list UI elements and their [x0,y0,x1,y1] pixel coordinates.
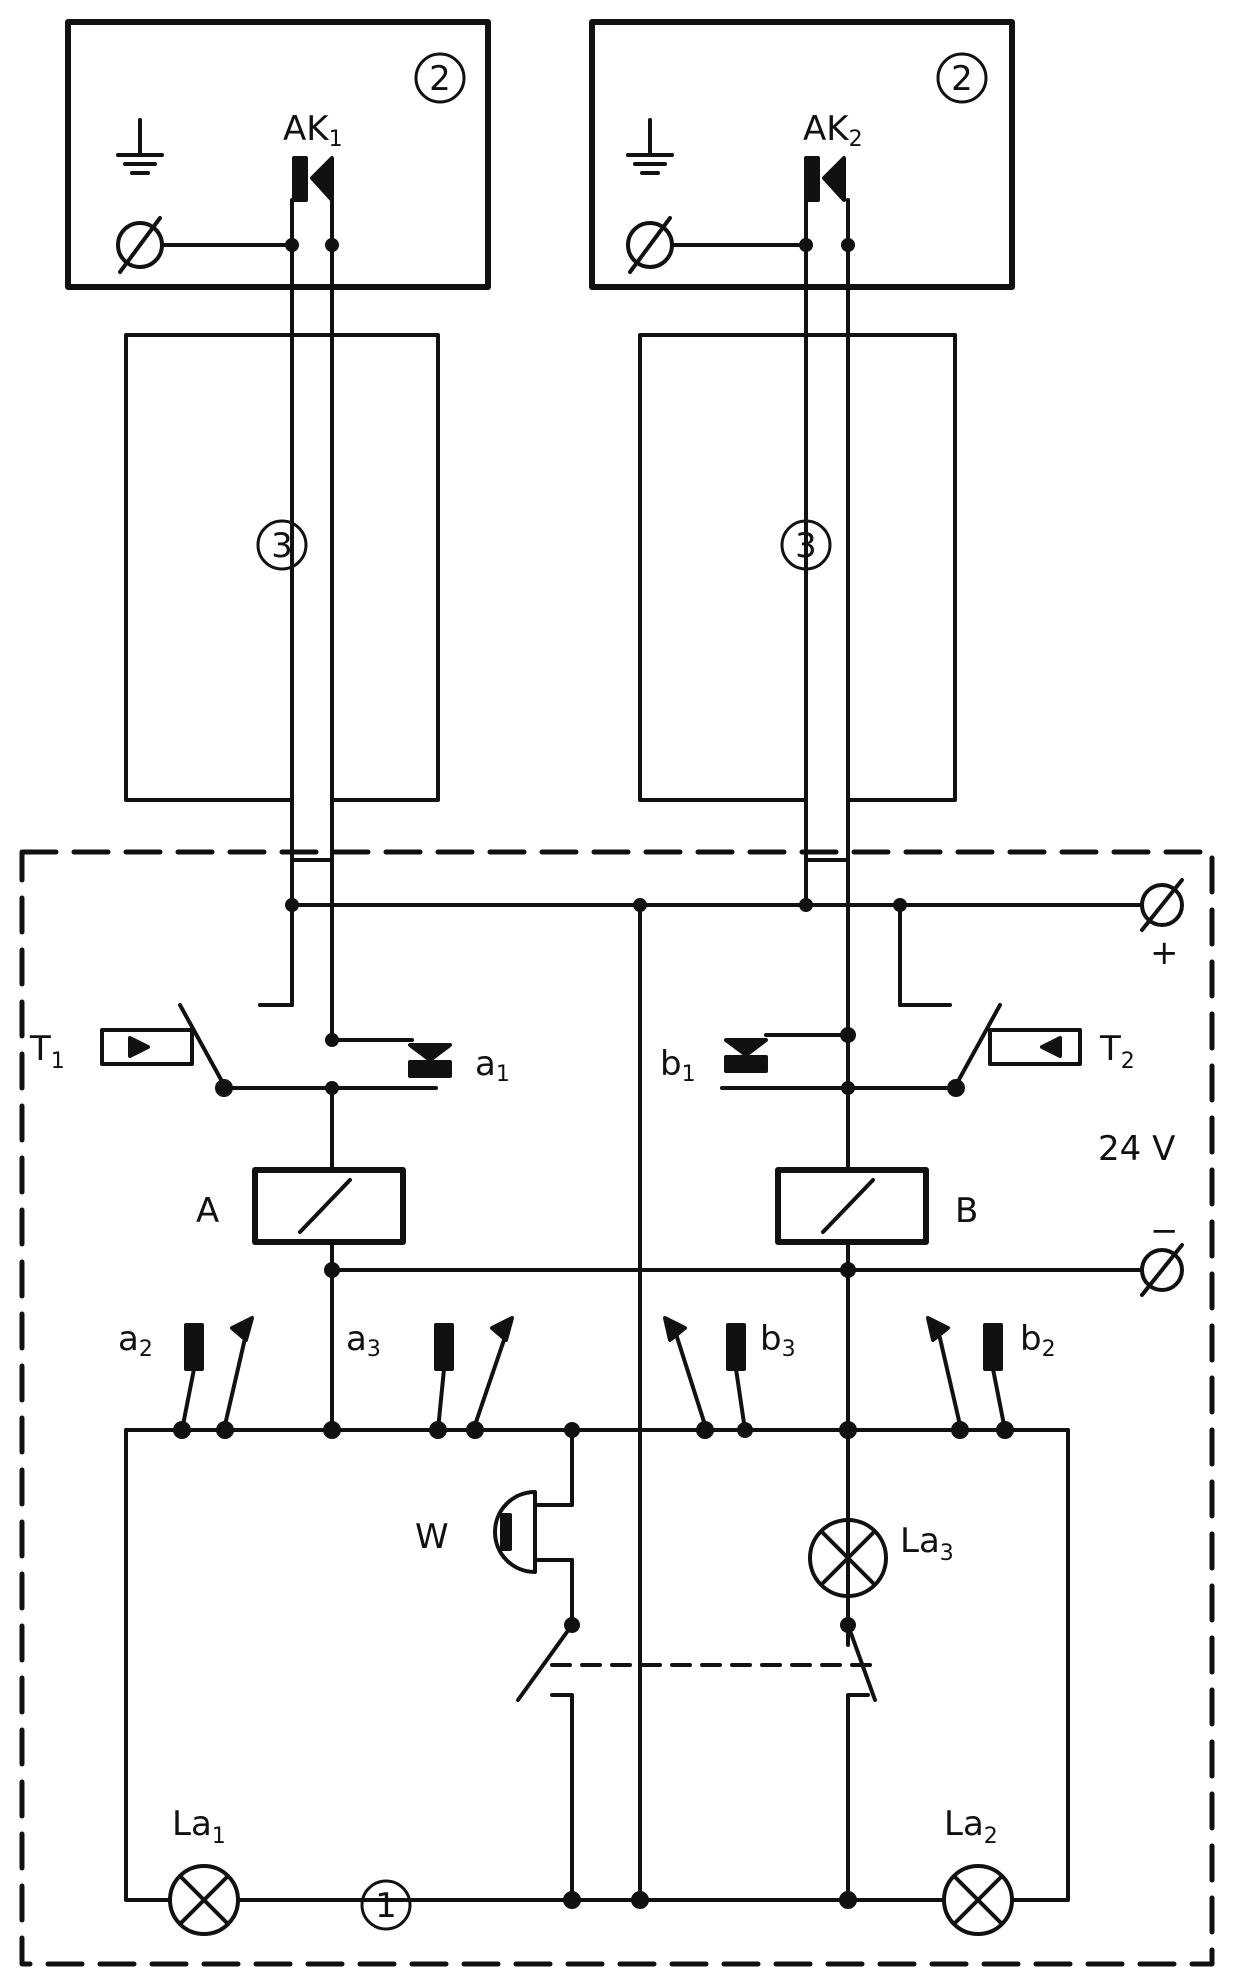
contact-ak2-icon [804,156,846,202]
pushbutton-t1-icon [100,1028,194,1066]
module-3-number-right: 3 [795,526,817,566]
wire-ak1-terminal [160,198,294,247]
module-1-badge [360,1879,412,1931]
ground-icon-left [116,118,164,175]
label-ak1: AK1 [283,109,343,152]
contact-b3-icon [663,1316,747,1432]
label-relay-a: A [196,1191,219,1231]
module-1-enclosure [19,849,1215,1967]
module-2-box-right [589,19,1015,290]
label-voltage: 24 V [1098,1129,1175,1169]
module-3-badge-left [256,519,308,571]
label-plus: + [1150,933,1179,973]
module-2-number-right: 2 [951,59,973,99]
label-t1: T1 [29,1029,65,1074]
switch-lamp-lever [846,1623,877,1702]
label-a1: a1 [475,1044,510,1087]
buzzer-w-icon [493,1490,537,1574]
switch-buzzer-lever [516,1623,574,1702]
label-la3: La3 [900,1521,954,1566]
label-b1: b1 [660,1044,696,1087]
label-a3: a3 [346,1319,381,1362]
module-2-badge-left [414,52,466,104]
terminal-plus-icon [1140,878,1184,932]
ground-icon-right [626,118,674,175]
lamp-la1-icon [168,1864,240,1936]
label-a2: a2 [118,1319,153,1362]
module-3-box-right [638,333,957,862]
label-ak2: AK2 [803,109,863,152]
pushbutton-t2-lever [954,1003,1002,1087]
label-b3: b3 [760,1319,796,1362]
module-1-number: 1 [375,1886,397,1926]
pushbutton-t2-icon [988,1028,1082,1066]
module-2-badge-right [936,52,988,104]
label-relay-b: B [955,1191,978,1231]
contact-b2-icon [926,1316,1007,1432]
relay-a-coil [252,1167,406,1245]
label-la1: La1 [172,1804,226,1849]
module-2-box-left [65,19,491,290]
wire-ak2-terminal [670,198,808,247]
module-2-number-left: 2 [429,59,451,99]
contact-ak1-icon [292,156,334,202]
label-buzzer-w: W [415,1517,449,1557]
module-3-number-left: 3 [271,526,293,566]
contact-a2-icon [180,1316,254,1432]
contact-b1-icon [724,1038,768,1073]
label-b2: b2 [1020,1319,1056,1362]
relay-b-coil [775,1167,929,1245]
terminal-minus-icon [1140,1243,1184,1297]
module-3-box-left [124,333,440,862]
terminal-icon-left [116,216,164,274]
contact-a3-icon [434,1316,514,1432]
lamp-la2-icon [942,1864,1014,1936]
label-minus: − [1150,1211,1179,1251]
contact-a1-icon [408,1043,452,1078]
label-t2: T2 [1099,1029,1135,1074]
label-la2: La2 [944,1804,998,1849]
pushbutton-t1-lever [178,1003,226,1087]
terminal-icon-right [626,216,674,274]
